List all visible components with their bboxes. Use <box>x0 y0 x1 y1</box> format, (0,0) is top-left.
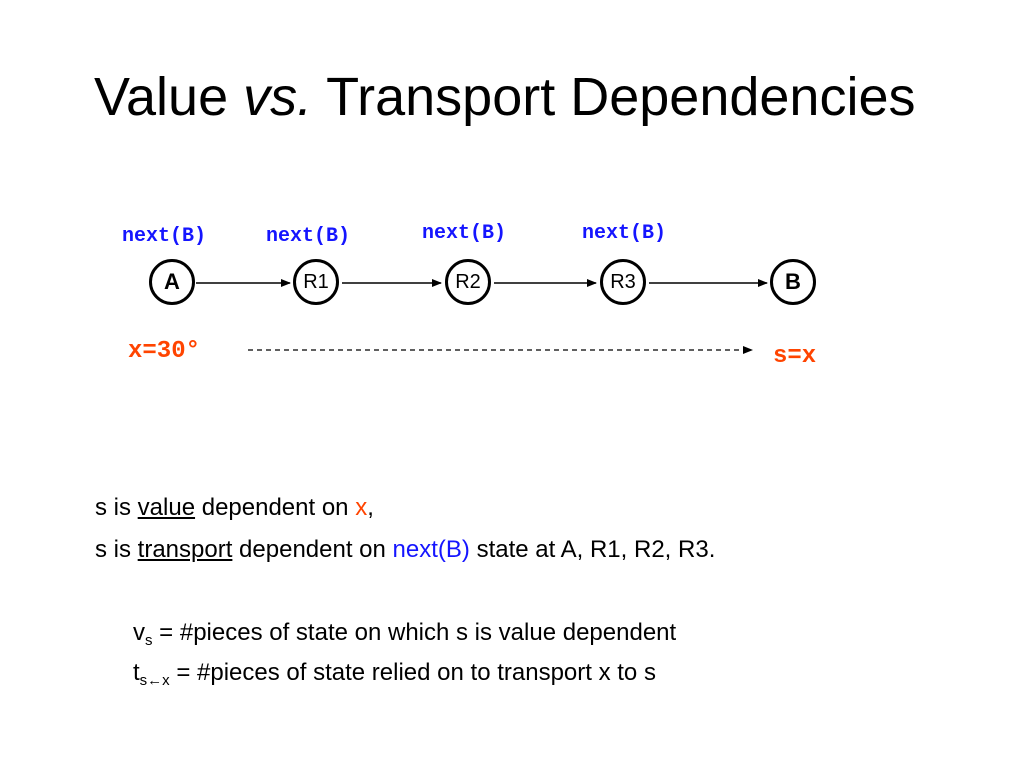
vs-subscript: s <box>145 632 153 649</box>
vs-symbol: v <box>133 619 145 646</box>
ts-description: = #pieces of state relied on to transpor… <box>169 659 656 686</box>
ts-definition: ts←x = #pieces of state relied on to tra… <box>133 658 656 691</box>
ts-subscript: s←x <box>139 672 170 689</box>
vs-description: = #pieces of state on which s is value d… <box>152 619 677 646</box>
slide-title: Value vs. Transport Dependencies <box>94 62 916 132</box>
line2-e: state at A, R1, R2, R3. <box>469 536 716 563</box>
line1-e: , <box>367 494 374 521</box>
title-part-value: Value <box>94 67 244 127</box>
node-a: A <box>149 259 195 305</box>
next-b-term: next(B) <box>392 536 470 563</box>
state-label-r2: next(B) <box>422 222 507 245</box>
value-term: value <box>137 494 196 521</box>
node-r3-label: R3 <box>610 270 636 293</box>
line2-a: s is <box>95 536 138 563</box>
node-b-label: B <box>785 269 801 294</box>
sink-value-label: s=x <box>773 343 817 370</box>
line2-c: dependent on <box>232 536 393 563</box>
node-r1: R1 <box>293 259 339 305</box>
line1-c: dependent on <box>195 494 356 521</box>
transport-term: transport <box>137 536 233 563</box>
node-r2-label: R2 <box>455 270 481 293</box>
transport-dependency-sentence: s is transport dependent on next(B) stat… <box>95 535 715 565</box>
state-label-r1: next(B) <box>266 225 351 248</box>
node-r3: R3 <box>600 259 646 305</box>
vs-definition: vs = #pieces of state on which s is valu… <box>133 618 676 651</box>
node-r2: R2 <box>445 259 491 305</box>
source-value-label: x=30° <box>128 338 201 365</box>
ts-symbol: t <box>133 659 140 686</box>
x-term: x <box>355 494 368 521</box>
value-dependency-sentence: s is value dependent on x, <box>95 493 374 523</box>
state-label-a: next(B) <box>122 225 207 248</box>
node-b: B <box>770 259 816 305</box>
state-label-r3: next(B) <box>582 222 667 245</box>
title-part-vs: vs. <box>243 67 313 127</box>
line1-a: s is <box>95 494 138 521</box>
node-a-label: A <box>164 269 180 294</box>
title-part-transport: Transport Dependencies <box>312 67 916 127</box>
node-r1-label: R1 <box>303 270 329 293</box>
